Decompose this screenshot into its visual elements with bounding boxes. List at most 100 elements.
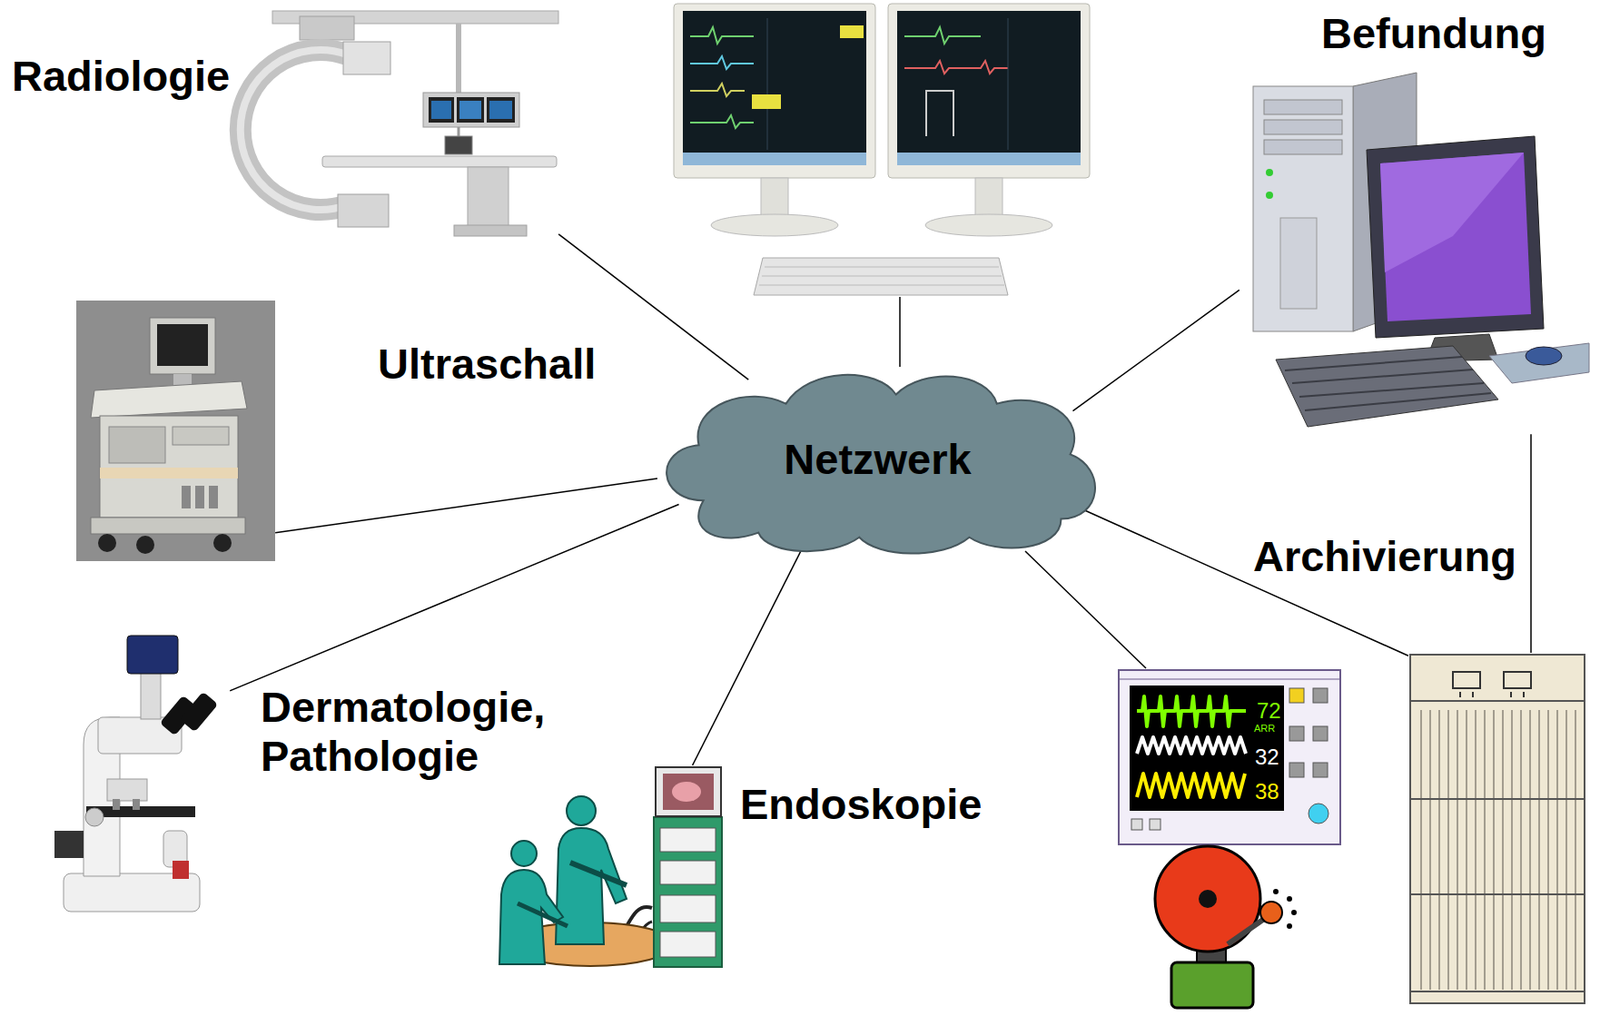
server-cabinet-part — [1471, 691, 1474, 698]
microscope-part — [63, 873, 200, 912]
endoscopy-scene-part — [517, 903, 568, 927]
server-cabinet-part — [1410, 798, 1585, 800]
alarm-bell-part — [1286, 896, 1293, 902]
ultrasound-cart-part — [172, 426, 229, 445]
monitor-workstation-part — [690, 83, 745, 97]
monitor-workstation-part — [898, 296, 901, 367]
screen-value: 72 — [1256, 700, 1282, 722]
desktop-computer-part — [1264, 119, 1343, 135]
ultrasound-cart-part — [149, 317, 216, 375]
microscope-part — [140, 671, 161, 720]
desktop-computer-part — [1275, 345, 1499, 427]
desktop-computer-part — [1380, 152, 1531, 322]
c-arm-system-part — [428, 97, 455, 123]
desktop-computer — [1253, 72, 1590, 427]
server-cabinet-part — [1452, 671, 1481, 689]
monitor-workstation-part — [904, 60, 1008, 74]
desktop-computer-part — [1292, 369, 1473, 384]
patient-monitor-part — [1136, 737, 1246, 754]
alarm-bell-part — [1171, 962, 1254, 1008]
desktop-computer-part — [1284, 356, 1462, 371]
network-label: Netzwerk — [783, 434, 971, 484]
desktop-computer-part — [1380, 152, 1524, 273]
endoscopy-scene-part — [655, 767, 721, 817]
department-label: Archivierung — [1253, 532, 1517, 582]
ultrasound-cart-part — [208, 485, 218, 509]
endoscopy-scene-part — [511, 840, 537, 867]
network-cloud: Netzwerk — [648, 362, 1107, 556]
c-arm-system-part — [240, 49, 347, 210]
endoscopy-scene — [499, 767, 722, 968]
monitor-workstation-part — [764, 266, 999, 268]
endoscopy-scene-part — [662, 773, 714, 810]
monitor-workstation-part — [690, 115, 754, 129]
screen-value-holder: 72 — [1256, 700, 1282, 722]
monitor-workstation-part — [711, 214, 839, 237]
monitor-workstation-part — [690, 27, 754, 44]
patient-monitor-part — [1313, 688, 1328, 703]
radiology-device: Radiologie — [229, 9, 559, 238]
patient-monitor-part — [1313, 726, 1328, 741]
alarm-bell — [1155, 846, 1297, 1008]
c-arm-system-part — [240, 49, 347, 210]
workstation-device: Befundung — [1239, 71, 1594, 435]
patient-monitor-part — [1118, 679, 1341, 681]
ultrasound-device: Ultraschall — [76, 300, 276, 562]
server-cabinet-part — [1459, 691, 1462, 698]
screen-value: ARR — [1254, 723, 1275, 734]
ultrasound-cart-part — [90, 381, 247, 418]
monitor-workstation-part — [925, 214, 1053, 237]
microscope-part — [179, 691, 219, 733]
c-arm-system-part — [454, 225, 527, 237]
ultrasound-cart — [76, 300, 276, 562]
c-arm-system-part — [299, 16, 355, 40]
monitor-workstation-part — [767, 18, 769, 150]
alarm-bell-part — [1286, 923, 1293, 929]
archive-server: Archivierung — [1408, 652, 1587, 1006]
desktop-computer-part — [1299, 383, 1484, 397]
server-cabinet-part — [1410, 893, 1585, 896]
connector-line — [275, 478, 658, 534]
monitor-workstation-part — [897, 152, 1081, 166]
c-arm-system — [240, 10, 559, 237]
endoscopy-scene-part — [653, 817, 722, 968]
server-cabinet-part — [1421, 710, 1576, 990]
server-cabinet-part — [1410, 990, 1585, 993]
endoscopy-scene-part — [570, 862, 627, 886]
desktop-computer-part — [1525, 346, 1562, 366]
c-arm-system-part — [343, 41, 391, 75]
endoscopy-scene-part — [499, 869, 563, 965]
ultrasound-cart-part — [195, 485, 205, 509]
patient-monitor-part — [1308, 803, 1329, 824]
cloud-text-box: Netzwerk — [648, 362, 1107, 556]
alarm-bell-part — [1291, 909, 1297, 916]
monitor-workstation-part — [926, 90, 954, 137]
microscope-part — [127, 635, 178, 674]
label-holder: Archivierung — [1253, 532, 1517, 582]
endoscopy-scene-part — [660, 931, 716, 958]
microscope-part — [112, 799, 120, 810]
desktop-computer-part — [1489, 343, 1590, 384]
ultrasound-cart-part — [213, 533, 232, 553]
alarm-bell-part — [1273, 888, 1279, 895]
connector-line — [229, 503, 679, 691]
screen-value: 32 — [1254, 746, 1280, 769]
label-holder: Radiologie — [11, 51, 230, 101]
microscope-part — [54, 830, 84, 859]
server-cabinet-part — [1410, 654, 1585, 1004]
c-arm-system-part — [457, 127, 461, 137]
label-holder: Befundung — [1321, 9, 1547, 59]
endoscopy-scene-part — [660, 860, 716, 885]
monitor-workstation-part — [1007, 18, 1009, 150]
server-cabinet-part — [1522, 691, 1525, 698]
screen-value-holder: 38 — [1254, 780, 1280, 803]
patient-monitor-part — [1025, 551, 1146, 669]
label-holder: Ultraschall — [377, 339, 596, 389]
microscope-part — [107, 779, 148, 801]
endoscopy-device: Endoskopie — [484, 765, 725, 969]
monitor-workstation-part — [759, 285, 1005, 287]
monitor-workstation-part — [888, 3, 1090, 178]
patient-monitor-part — [1289, 762, 1304, 778]
desktop-computer-part — [1265, 168, 1274, 177]
cloud-shape — [666, 375, 1096, 554]
